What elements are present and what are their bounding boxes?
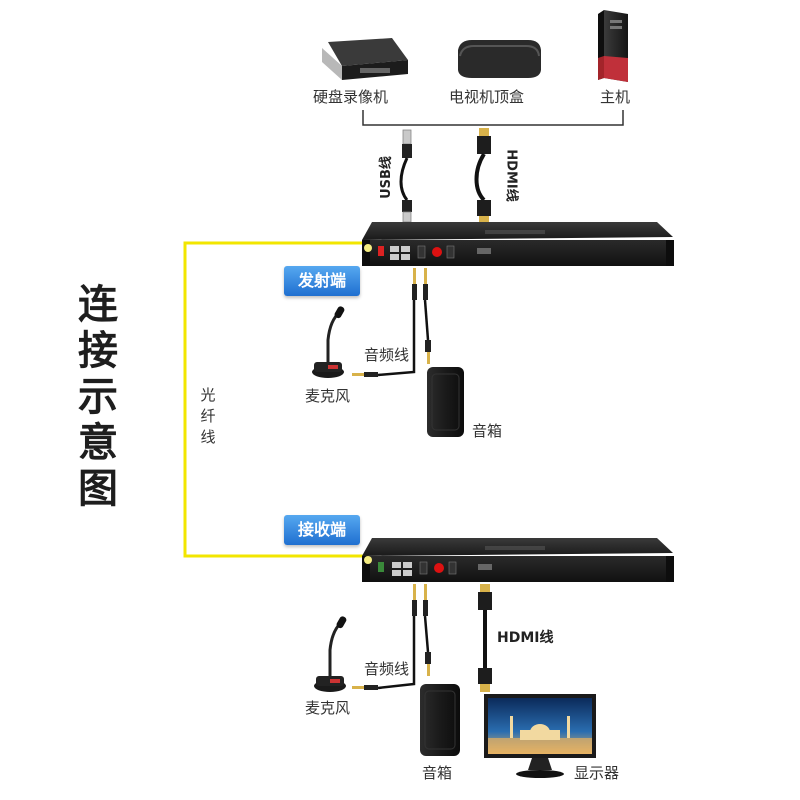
dvr-device-icon xyxy=(322,38,408,80)
mic-bottom-label: 麦克风 xyxy=(305,699,351,717)
audio-cable-top-icon xyxy=(352,268,431,377)
usb-cable-label: USB线 xyxy=(378,156,394,199)
pc-tower-icon xyxy=(598,10,628,82)
hdmi-cable-top-label: HDMI线 xyxy=(503,149,519,202)
receiver-chassis-icon xyxy=(362,538,674,582)
receiver-badge: 接收端 xyxy=(284,515,361,545)
monitor-label: 显示器 xyxy=(574,764,620,782)
set-top-box-icon xyxy=(458,40,541,78)
speaker-top-label: 音箱 xyxy=(472,422,503,440)
mic-top-label: 麦克风 xyxy=(305,387,351,405)
transmitter-chassis-icon xyxy=(362,222,674,266)
audio-cable-bottom-label: 音频线 xyxy=(364,660,410,678)
hdmi-cable-top-icon xyxy=(474,128,491,224)
set-top-box-label: 电视机顶盒 xyxy=(449,88,525,106)
audio-cable-bottom-icon xyxy=(352,584,431,690)
source-bracket-line xyxy=(362,110,624,126)
hdmi-cable-bottom-icon xyxy=(478,584,492,692)
hdmi-cable-bottom-label: HDMI线 xyxy=(497,630,554,646)
diagram-title: 连 接 示 意 图 xyxy=(78,282,118,512)
speaker-bottom-icon xyxy=(420,684,460,756)
monitor-icon xyxy=(484,694,596,778)
usb-cable-icon xyxy=(399,129,412,223)
microphone-top-icon xyxy=(312,306,345,378)
audio-cable-top-label: 音频线 xyxy=(364,346,410,364)
dvr-label: 硬盘录像机 xyxy=(313,88,389,106)
fiber-label: 光 纤 线 xyxy=(200,386,216,446)
microphone-bottom-icon xyxy=(314,616,347,692)
fiber-optic-line xyxy=(183,241,368,558)
pc-label: 主机 xyxy=(600,88,631,106)
transmitter-badge: 发射端 xyxy=(284,266,361,296)
speaker-top-icon xyxy=(427,367,464,437)
speaker-bottom-label: 音箱 xyxy=(422,764,453,782)
